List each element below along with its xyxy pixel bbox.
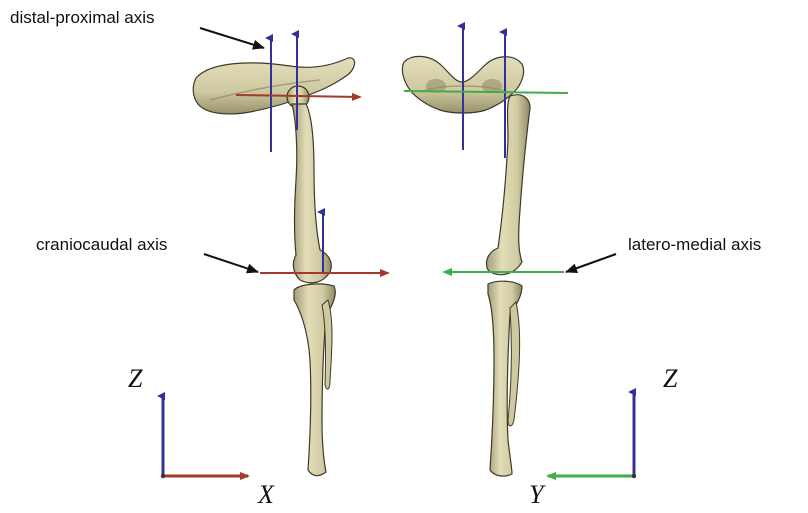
right-femur-bone bbox=[486, 95, 530, 275]
craniocaudal-pointer-arrow bbox=[204, 254, 258, 272]
left-coordinate-legend bbox=[161, 396, 248, 478]
left-femur-bone bbox=[292, 104, 331, 283]
left-legend-x-label: X bbox=[258, 480, 274, 510]
distal-proximal-axis-label: distal-proximal axis bbox=[10, 8, 155, 28]
left-knee-axes bbox=[260, 212, 388, 273]
right-legend-z-label: Z bbox=[663, 364, 677, 394]
right-limb-anterior-view bbox=[402, 56, 530, 476]
latero-medial-axis-label: latero-medial axis bbox=[628, 235, 761, 255]
craniocaudal-axis-label: craniocaudal axis bbox=[36, 235, 167, 255]
right-hip-axes bbox=[404, 26, 568, 158]
right-legend-y-label: Y bbox=[529, 480, 543, 510]
right-coordinate-legend bbox=[548, 392, 636, 478]
left-limb-lateral-view bbox=[193, 58, 354, 476]
latero-medial-pointer-arrow bbox=[566, 254, 616, 272]
distal-proximal-pointer-arrow bbox=[200, 28, 264, 48]
left-legend-z-label: Z bbox=[128, 364, 142, 394]
